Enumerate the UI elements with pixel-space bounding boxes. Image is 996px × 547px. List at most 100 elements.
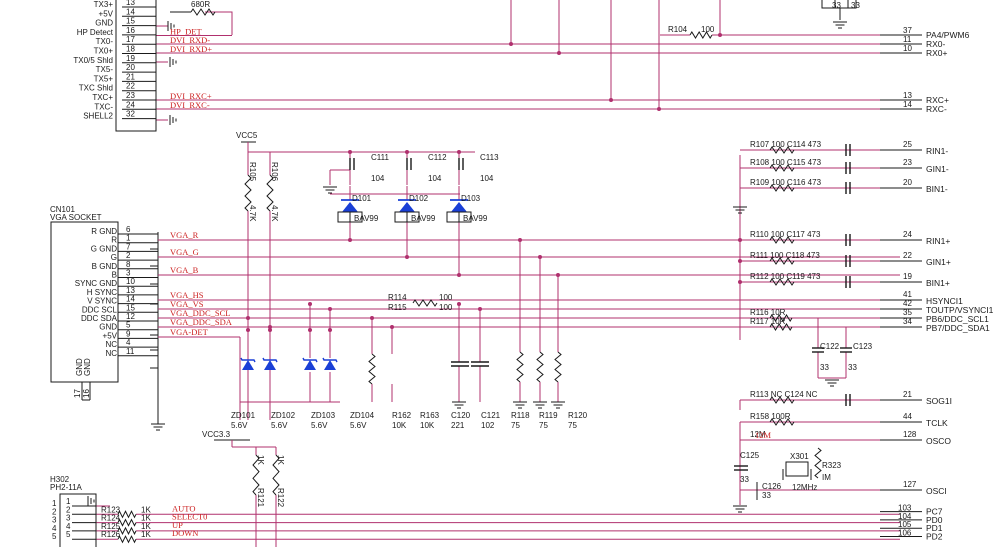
resistor-symbol (769, 278, 795, 286)
ic-pin-name: RIN1- (926, 146, 948, 156)
cap-ref: C122 (820, 342, 840, 351)
vga-pin-number: 1 (126, 234, 131, 243)
component-layer (50, 0, 857, 547)
cap-value: 33 (848, 363, 857, 372)
resistor-symbol (190, 8, 216, 16)
hp-det-wire (205, 11, 233, 35)
ic-pin-name: RIN1+ (926, 236, 950, 246)
junction-dot (390, 325, 394, 329)
vga-pin-name: R (111, 236, 117, 245)
dvi-net-label: DVI_RXD- (170, 35, 210, 45)
resistor-symbol (368, 353, 376, 385)
pullup-value: 1K (256, 455, 265, 465)
resistor-symbol (769, 257, 795, 265)
h302-pin-number: 5 (66, 530, 71, 539)
osc-net-label: 12M (755, 430, 772, 440)
vga-net-label: VGA_VS (170, 299, 204, 309)
pullup-value: 4.7K (270, 205, 279, 222)
bottom-part-value: 75 (568, 421, 577, 430)
h302-pin-number: 4 (66, 522, 71, 531)
ic-pin-name: GIN1- (926, 164, 949, 174)
rc-row-parts: R116 10R (750, 308, 786, 317)
cap-value: 104 (480, 174, 494, 183)
junction-dot (246, 328, 250, 332)
ic-pin-name: PD1 (926, 523, 943, 533)
crystal-ref: X301 (790, 452, 809, 461)
ic-pin-number: 103 (898, 504, 912, 513)
dvi-pin-name: TX0/5 Shld (73, 56, 113, 65)
bottom-part-ref: ZD103 (311, 411, 336, 420)
ic-pin-number: 25 (903, 140, 912, 149)
ic-pin-name: SOG1I (926, 396, 952, 406)
resistor-symbol (769, 164, 795, 172)
ic-pin-name: RX0+ (926, 48, 948, 58)
capacitor-value: 33 (832, 1, 841, 10)
vga-pin-name: DDC SDA (81, 314, 118, 323)
rc-row-parts: R110 100 C117 473 (750, 230, 821, 239)
dvi-pin-number: 32 (126, 110, 135, 119)
resistor-symbol (117, 518, 137, 527)
dvi-pin-name: SHELL2 (83, 112, 113, 121)
vcc5-label: VCC5 (236, 131, 258, 140)
dvi-pin-name: TX5+ (94, 74, 114, 83)
bottom-part-value: 10K (392, 421, 407, 430)
dvi-pin-number: 16 (126, 26, 135, 35)
bottom-part-value: 5.6V (311, 421, 328, 430)
vga-net-label: VGA-DET (170, 327, 209, 337)
h302-name: PH2-11A (50, 483, 83, 492)
resistor-symbol (769, 396, 795, 404)
cap-ref: C125 (740, 451, 760, 460)
rc-row-parts: R117 10R (750, 317, 786, 326)
h302-resistor-value: 1K (141, 514, 151, 523)
ic-pin-name: OSCO (926, 436, 951, 446)
junction-dot (405, 255, 409, 259)
bottom-part-ref: R120 (568, 411, 588, 420)
zener-diode-symbol (262, 357, 278, 363)
ic-pin-number: 44 (903, 412, 912, 421)
dvi-pin-number: 24 (126, 100, 135, 109)
ic-pin-number: 13 (903, 91, 912, 100)
dvi-pin-number: 21 (126, 72, 135, 81)
rc-row-parts: R158 100R (750, 412, 791, 421)
ic-pin-number: 11 (903, 35, 912, 44)
zener-diode-symbol (264, 360, 276, 370)
vga-pin-name: B GND (92, 262, 118, 271)
cap-ref: C123 (853, 342, 873, 351)
vga-pin-name: DDC SCL (82, 305, 118, 314)
dvi-net-label: DVI_RXC+ (170, 91, 212, 101)
vga-pin-number: 10 (126, 277, 135, 286)
ic-pin-name: PB7/DDC_SDA1 (926, 323, 990, 333)
ic-pin-number: 19 (903, 272, 912, 281)
rc-row-parts: R109 100 C116 473 (750, 178, 822, 187)
diode-body (337, 211, 363, 223)
zener-diode-symbol (322, 357, 338, 363)
ic-pin-number: 23 (903, 158, 912, 167)
ic-pin-name: PD2 (926, 532, 943, 542)
h302-pin-number: 1 (66, 497, 71, 506)
vga-name: VGA SOCKET (50, 213, 102, 222)
vga-net-label: VGA_DDC_SCL (170, 308, 230, 318)
resistor-symbol (769, 146, 795, 154)
dvi-pin-number: 17 (126, 35, 135, 44)
resistor-symbol (769, 418, 795, 426)
rc-row-parts: R107 100 C114 473 (750, 140, 822, 149)
bottom-part-ref: ZD104 (350, 411, 375, 420)
resistor-symbol (814, 447, 822, 479)
resistor-symbol (252, 454, 260, 496)
bottom-part-ref: R119 (539, 411, 558, 420)
junction-dot (518, 238, 522, 242)
vcc33-label: VCC3.3 (202, 430, 231, 439)
resistor-symbol (536, 351, 544, 383)
h302-body (59, 493, 97, 547)
ic-pin-name: TCLK (926, 418, 948, 428)
dvi-connector-body (115, 0, 157, 132)
junction-dot (457, 302, 461, 306)
ic-pin-number: 34 (903, 317, 912, 326)
junction-dot (308, 328, 312, 332)
dvi-pin-name: TX3+ (94, 0, 114, 9)
ic-pin-number: 105 (898, 520, 912, 529)
vga-ref: CN101 (50, 205, 75, 214)
zener-diode-symbol (240, 357, 256, 363)
ic-pin-number: 21 (903, 390, 912, 399)
ic-pin-name: RX0- (926, 39, 946, 49)
